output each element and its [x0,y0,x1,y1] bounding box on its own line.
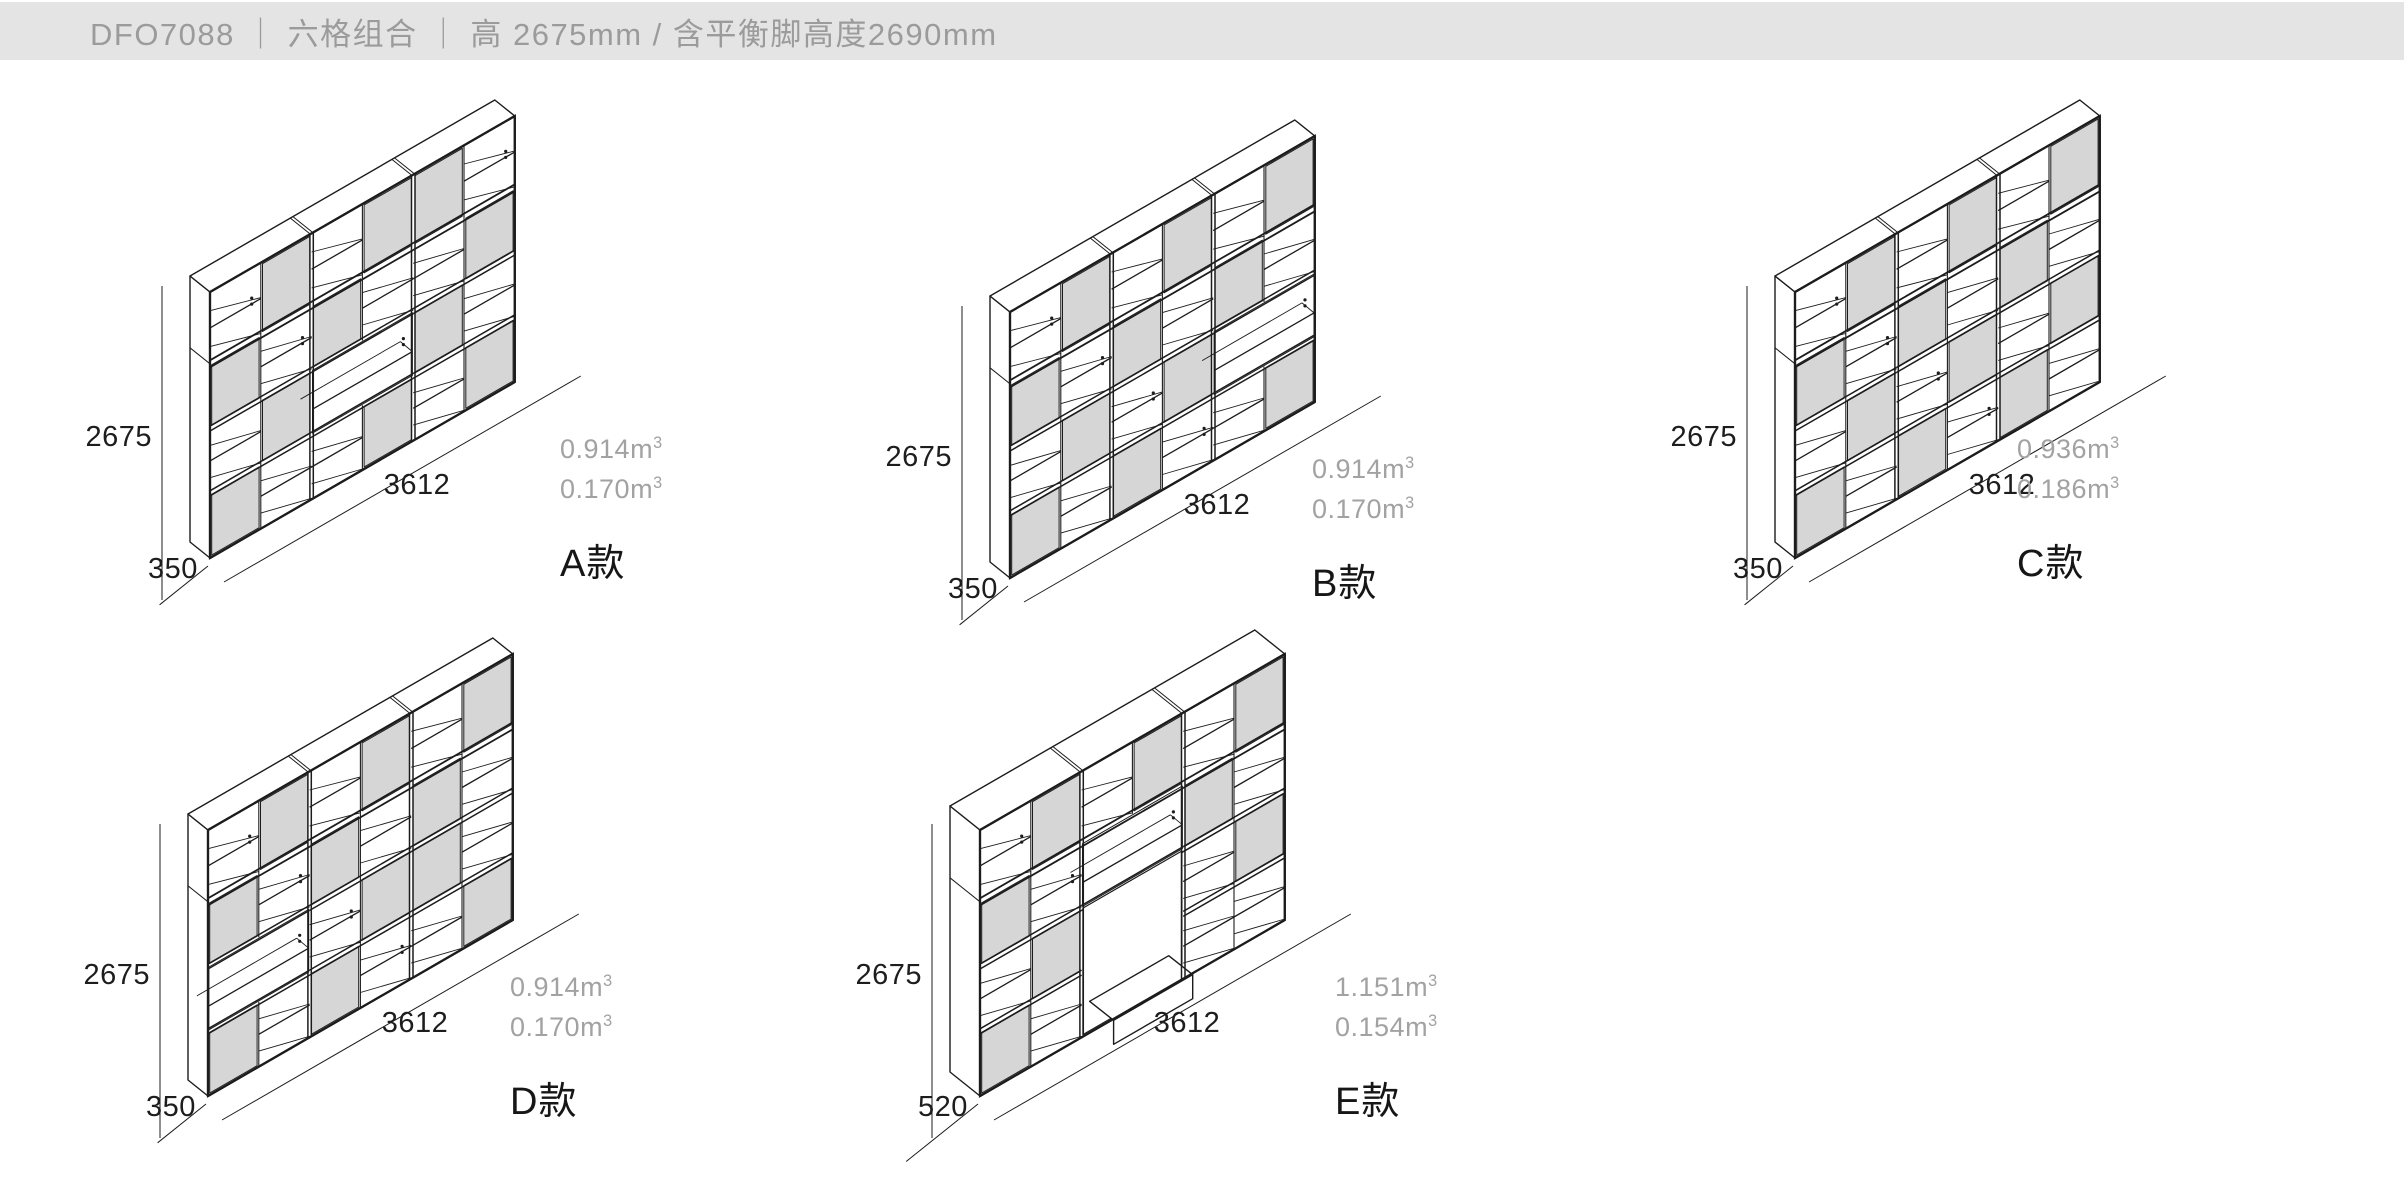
width-dim-label: 3612 [1183,489,1251,521]
volume-labels: 0.914m3 0.170m3 [560,426,663,506]
gross-volume: 0.914m3 [1312,446,1415,486]
height-dim-label: 2675 [83,959,150,991]
width-dim-label: 3612 [1968,469,2036,501]
depth-dim-label: 350 [948,573,998,605]
depth-dim-label: 350 [146,1091,196,1123]
shelf-drawing-c [1744,99,2167,606]
volume-labels: 0.914m3 0.170m3 [1312,446,1415,526]
volume-labels: 0.936m3 0.186m3 [2017,426,2120,506]
volume-sup: 3 [653,474,663,492]
volume-sup: 3 [1405,494,1415,512]
volume-value: 0.170m [1312,494,1406,524]
volume-sup: 3 [1428,972,1438,990]
variant-label: B款 [1312,563,1378,605]
volume-value: 0.186m [2017,474,2111,504]
volume-sup: 3 [653,434,663,452]
figure-variant-a: 2675 3612 350 0.914m3 0.170m3 A款 [60,80,800,640]
volume-sup: 3 [2110,434,2120,452]
volume-sup: 3 [603,972,613,990]
gross-volume: 0.936m3 [2017,426,2120,466]
shelf-drawing-b [959,119,1382,626]
height-dim-label: 2675 [885,441,952,473]
packing-volume: 0.170m3 [560,466,663,506]
shelf-drawing-d [157,637,580,1144]
volume-value: 0.154m [1335,1012,1429,1042]
depth-dim-label: 350 [1733,553,1783,585]
width-dim-label: 3612 [381,1007,449,1039]
shelf-drawing-e [905,629,1352,1162]
volume-value: 0.936m [2017,434,2111,464]
page-title: DFO7088 ｜ 六格组合 ｜ 高 2675mm / 含平衡脚高度2690mm [90,16,998,52]
volume-value: 1.151m [1335,972,1429,1002]
header-bar: DFO7088 ｜ 六格组合 ｜ 高 2675mm / 含平衡脚高度2690mm [0,2,2404,60]
gross-volume: 0.914m3 [560,426,663,466]
figure-variant-b: 2675 3612 350 0.914m3 0.170m3 B款 [860,100,1600,660]
volume-labels: 0.914m3 0.170m3 [510,964,613,1044]
packing-volume: 0.170m3 [510,1004,613,1044]
figure-variant-c: 2675 3612 350 0.936m3 0.186m3 C款 [1645,80,2385,640]
volume-value: 0.914m [510,972,604,1002]
volume-labels: 1.151m3 0.154m3 [1335,964,1438,1044]
volume-value: 0.170m [560,474,654,504]
depth-dim-label: 350 [148,553,198,585]
packing-volume: 0.154m3 [1335,1004,1438,1044]
width-dim-label: 3612 [1153,1007,1221,1039]
variant-label: C款 [2017,543,2085,585]
figure-variant-e: 2675 3612 520 1.151m3 0.154m3 E款 [830,618,1570,1178]
packing-volume: 0.186m3 [2017,466,2120,506]
volume-sup: 3 [603,1012,613,1030]
volume-value: 0.914m [1312,454,1406,484]
figure-variant-d: 2675 3612 350 0.914m3 0.170m3 D款 [58,618,798,1178]
variant-label: D款 [510,1081,578,1123]
volume-sup: 3 [1428,1012,1438,1030]
volume-sup: 3 [1405,454,1415,472]
volume-sup: 3 [2110,474,2120,492]
width-dim-label: 3612 [383,469,451,501]
gross-volume: 1.151m3 [1335,964,1438,1004]
packing-volume: 0.170m3 [1312,486,1415,526]
volume-value: 0.170m [510,1012,604,1042]
variant-label: A款 [560,543,626,585]
height-dim-label: 2675 [855,959,922,991]
depth-dim-label: 520 [918,1091,968,1123]
variant-label: E款 [1335,1081,1401,1123]
volume-value: 0.914m [560,434,654,464]
height-dim-label: 2675 [85,421,152,453]
gross-volume: 0.914m3 [510,964,613,1004]
height-dim-label: 2675 [1670,421,1737,453]
shelf-drawing-a [159,99,582,606]
